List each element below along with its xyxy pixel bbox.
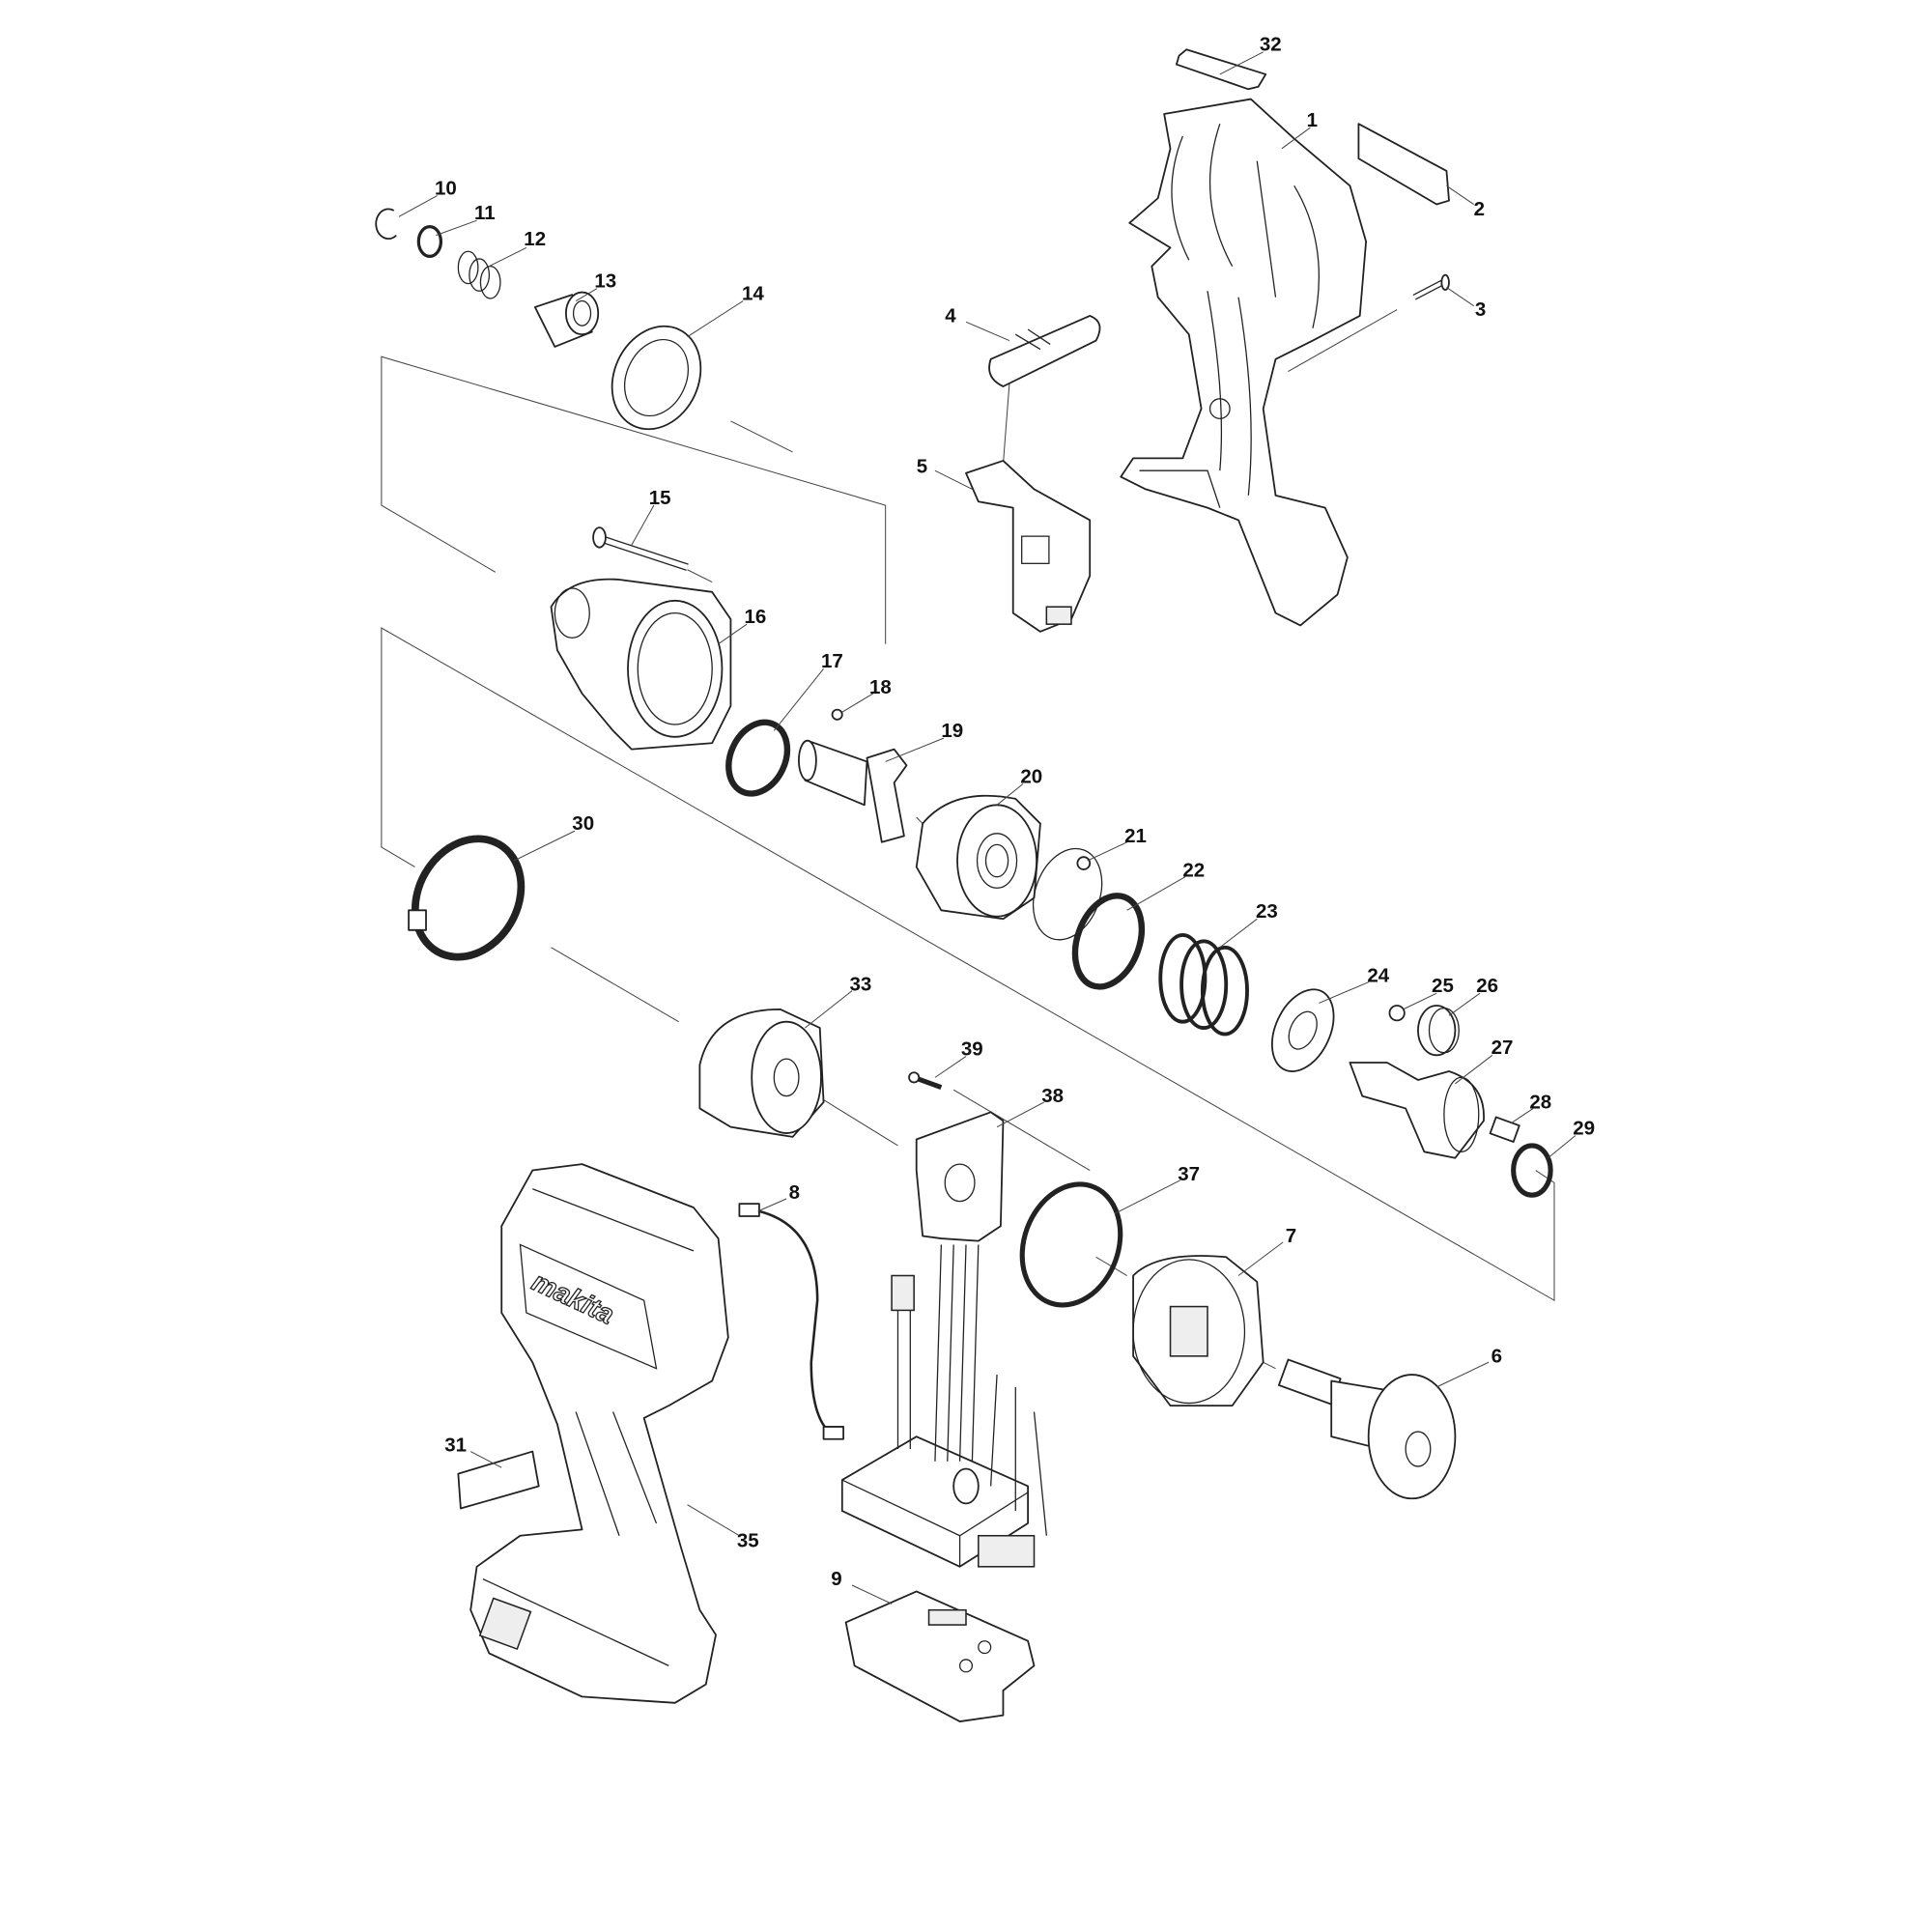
part-callouts: 32 1 2 3 4 5 10 11 12 13 14 15 16 17 18 … [435,34,1595,1590]
callout-5: 5 [917,456,927,478]
callout-39: 39 [961,1037,983,1060]
part-10-retaining-ring [375,208,397,240]
callout-12: 12 [524,228,546,250]
callout-20: 20 [1020,765,1042,787]
part-5-trigger-switch [965,460,1092,633]
part-37-insulation-ring [1019,1181,1123,1308]
callout-37: 37 [1178,1163,1200,1185]
part-7-stator [1132,1255,1264,1407]
part-17-washer [725,719,791,797]
callout-21: 21 [1124,825,1147,847]
part-8-lead-wire [738,1203,844,1440]
part-32-label-sticker [1176,48,1267,91]
callout-16: 16 [745,606,767,628]
part-22-washer [1071,893,1146,990]
callout-13: 13 [594,270,616,292]
controller-unit [840,1244,1047,1568]
part-9-battery-terminal [844,1590,1036,1722]
part-26-gear [1417,1005,1460,1057]
part-15-screw [592,526,689,571]
callout-32: 32 [1260,34,1282,56]
callout-19: 19 [941,720,963,742]
callout-29: 29 [1573,1117,1595,1139]
callout-26: 26 [1476,975,1498,997]
part-20-hammer [915,794,1041,921]
callout-31: 31 [444,1435,467,1457]
part-2-label-plate [1357,123,1450,206]
callout-15: 15 [649,487,671,509]
part-21-steel-ball [1076,856,1092,870]
part-33-bearing-retainer [698,1008,825,1138]
callout-6: 6 [1492,1345,1502,1367]
callout-35: 35 [737,1529,759,1551]
part-39-screw [908,1071,943,1091]
callout-1: 1 [1307,109,1318,131]
callout-9: 9 [831,1568,841,1590]
part-6-rotor [1277,1358,1457,1500]
part-14-cap [611,325,702,431]
callout-14: 14 [742,282,764,304]
callout-17: 17 [821,650,843,672]
callout-24: 24 [1367,965,1389,987]
callout-2: 2 [1474,198,1485,220]
callout-18: 18 [869,676,892,698]
callout-8: 8 [789,1181,800,1204]
part-4-reverse-lever [988,315,1101,387]
part-38-sensor-plate [915,1111,1005,1242]
part-16-hammer-case [550,578,732,751]
part-1-housing-half [1120,98,1367,627]
part-29-washer [1511,1143,1553,1198]
callout-28: 28 [1529,1091,1551,1113]
part-24-washer [1270,988,1335,1072]
part-18-steel-ball [831,708,843,721]
callout-27: 27 [1492,1037,1514,1059]
part-27-spindle [1349,1062,1485,1159]
callout-7: 7 [1286,1225,1296,1247]
callout-22: 22 [1182,860,1205,882]
part-28-pin [1489,1116,1520,1143]
part-12-spring [457,250,501,299]
part-11-ring [416,225,443,258]
callout-33: 33 [849,974,871,996]
part-3-screw [1412,273,1450,300]
callout-25: 25 [1432,975,1454,997]
callout-11: 11 [474,202,496,224]
callout-23: 23 [1256,900,1278,923]
part-19-anvil [798,739,908,843]
callout-38: 38 [1041,1085,1064,1107]
part-23-spring [1158,933,1249,1037]
part-13-sleeve [533,291,600,348]
part-25-steel-ball [1388,1005,1406,1022]
callout-4: 4 [945,304,956,327]
callout-10: 10 [435,177,457,199]
part-35-housing-set: makita [469,1163,729,1704]
part-30-ring-spring [408,835,526,961]
callout-3: 3 [1475,298,1486,321]
label-leaders [398,51,1577,1605]
part-31-label [457,1450,540,1510]
callout-30: 30 [572,812,594,835]
